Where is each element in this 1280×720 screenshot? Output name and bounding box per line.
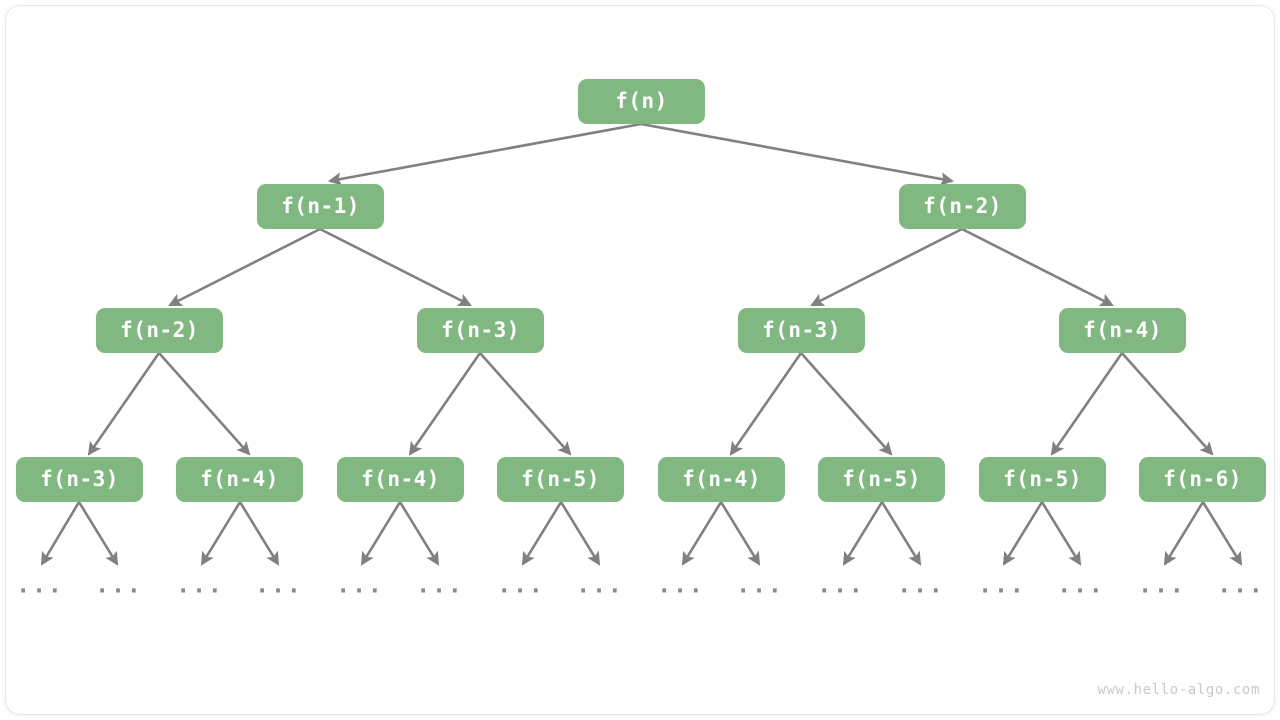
tree-edge xyxy=(408,352,482,456)
ellipsis-marker: ... xyxy=(817,572,865,599)
tree-edge xyxy=(880,501,922,566)
tree-edge xyxy=(521,501,563,566)
tree-node[interactable]: f(n-4) xyxy=(1059,308,1186,353)
ellipsis-marker: ... xyxy=(576,572,624,599)
tree-node[interactable]: f(n-1) xyxy=(257,184,384,229)
tree-edge xyxy=(360,501,402,566)
tree-edge xyxy=(961,227,1114,307)
tree-node[interactable]: f(n-5) xyxy=(818,457,945,502)
tree-edge xyxy=(1050,352,1124,456)
diagram-stage: f(n) f(n-1) f(n-2) f(n-2) f(n-3) f(n-3) f(n-4)… xyxy=(6,6,1274,714)
ellipsis-marker: ... xyxy=(978,572,1026,599)
ellipsis-marker: ... xyxy=(16,572,64,599)
tree-edge xyxy=(640,122,955,186)
tree-edge xyxy=(398,501,440,566)
tree-edge xyxy=(810,227,963,307)
tree-edge xyxy=(1201,501,1243,566)
tree-node[interactable]: f(n-5) xyxy=(979,457,1106,502)
diagram-canvas: f(n) f(n-1) f(n-2) f(n-2) f(n-3) f(n-3) f(n-4)… xyxy=(6,6,1274,714)
tree-node[interactable]: f(n-3) xyxy=(738,308,865,353)
tree-node[interactable]: f(n-2) xyxy=(899,184,1026,229)
watermark: www.hello-algo.com xyxy=(1097,682,1260,698)
ellipsis-marker: ... xyxy=(736,572,784,599)
tree-edge xyxy=(729,352,803,456)
ellipsis-marker: ... xyxy=(176,572,224,599)
tree-edge xyxy=(842,501,884,566)
tree-edge xyxy=(479,352,572,456)
tree-edge xyxy=(87,352,161,456)
tree-edge xyxy=(168,227,321,307)
tree-edge xyxy=(319,227,472,307)
ellipsis-marker: ... xyxy=(336,572,384,599)
tree-node[interactable]: f(n) xyxy=(578,79,705,124)
tree-edge xyxy=(559,501,601,566)
tree-node[interactable]: f(n-2) xyxy=(96,308,223,353)
tree-edge xyxy=(158,352,251,456)
tree-node[interactable]: f(n-4) xyxy=(176,457,303,502)
tree-node[interactable]: f(n-5) xyxy=(497,457,624,502)
tree-node[interactable]: f(n-3) xyxy=(417,308,544,353)
tree-edge xyxy=(200,501,242,566)
tree-edge xyxy=(1121,352,1214,456)
ellipsis-marker: ... xyxy=(1138,572,1186,599)
ellipsis-marker: ... xyxy=(416,572,464,599)
tree-node[interactable]: f(n-4) xyxy=(658,457,785,502)
tree-edge xyxy=(681,501,723,566)
ellipsis-marker: ... xyxy=(255,572,303,599)
tree-edge xyxy=(77,501,119,566)
tree-edge xyxy=(1163,501,1205,566)
tree-edge xyxy=(719,501,761,566)
tree-node[interactable]: f(n-6) xyxy=(1139,457,1266,502)
tree-node[interactable]: f(n-3) xyxy=(16,457,143,502)
tree-edge xyxy=(1040,501,1082,566)
ellipsis-marker: ... xyxy=(497,572,545,599)
ellipsis-marker: ... xyxy=(95,572,143,599)
ellipsis-marker: ... xyxy=(1217,572,1265,599)
ellipsis-marker: ... xyxy=(1057,572,1105,599)
tree-edge xyxy=(238,501,280,566)
tree-edge xyxy=(1002,501,1044,566)
tree-edge xyxy=(40,501,81,566)
tree-edge xyxy=(327,122,642,186)
ellipsis-marker: ... xyxy=(897,572,945,599)
tree-edge xyxy=(800,352,893,456)
tree-node[interactable]: f(n-4) xyxy=(337,457,464,502)
ellipsis-marker: ... xyxy=(657,572,705,599)
